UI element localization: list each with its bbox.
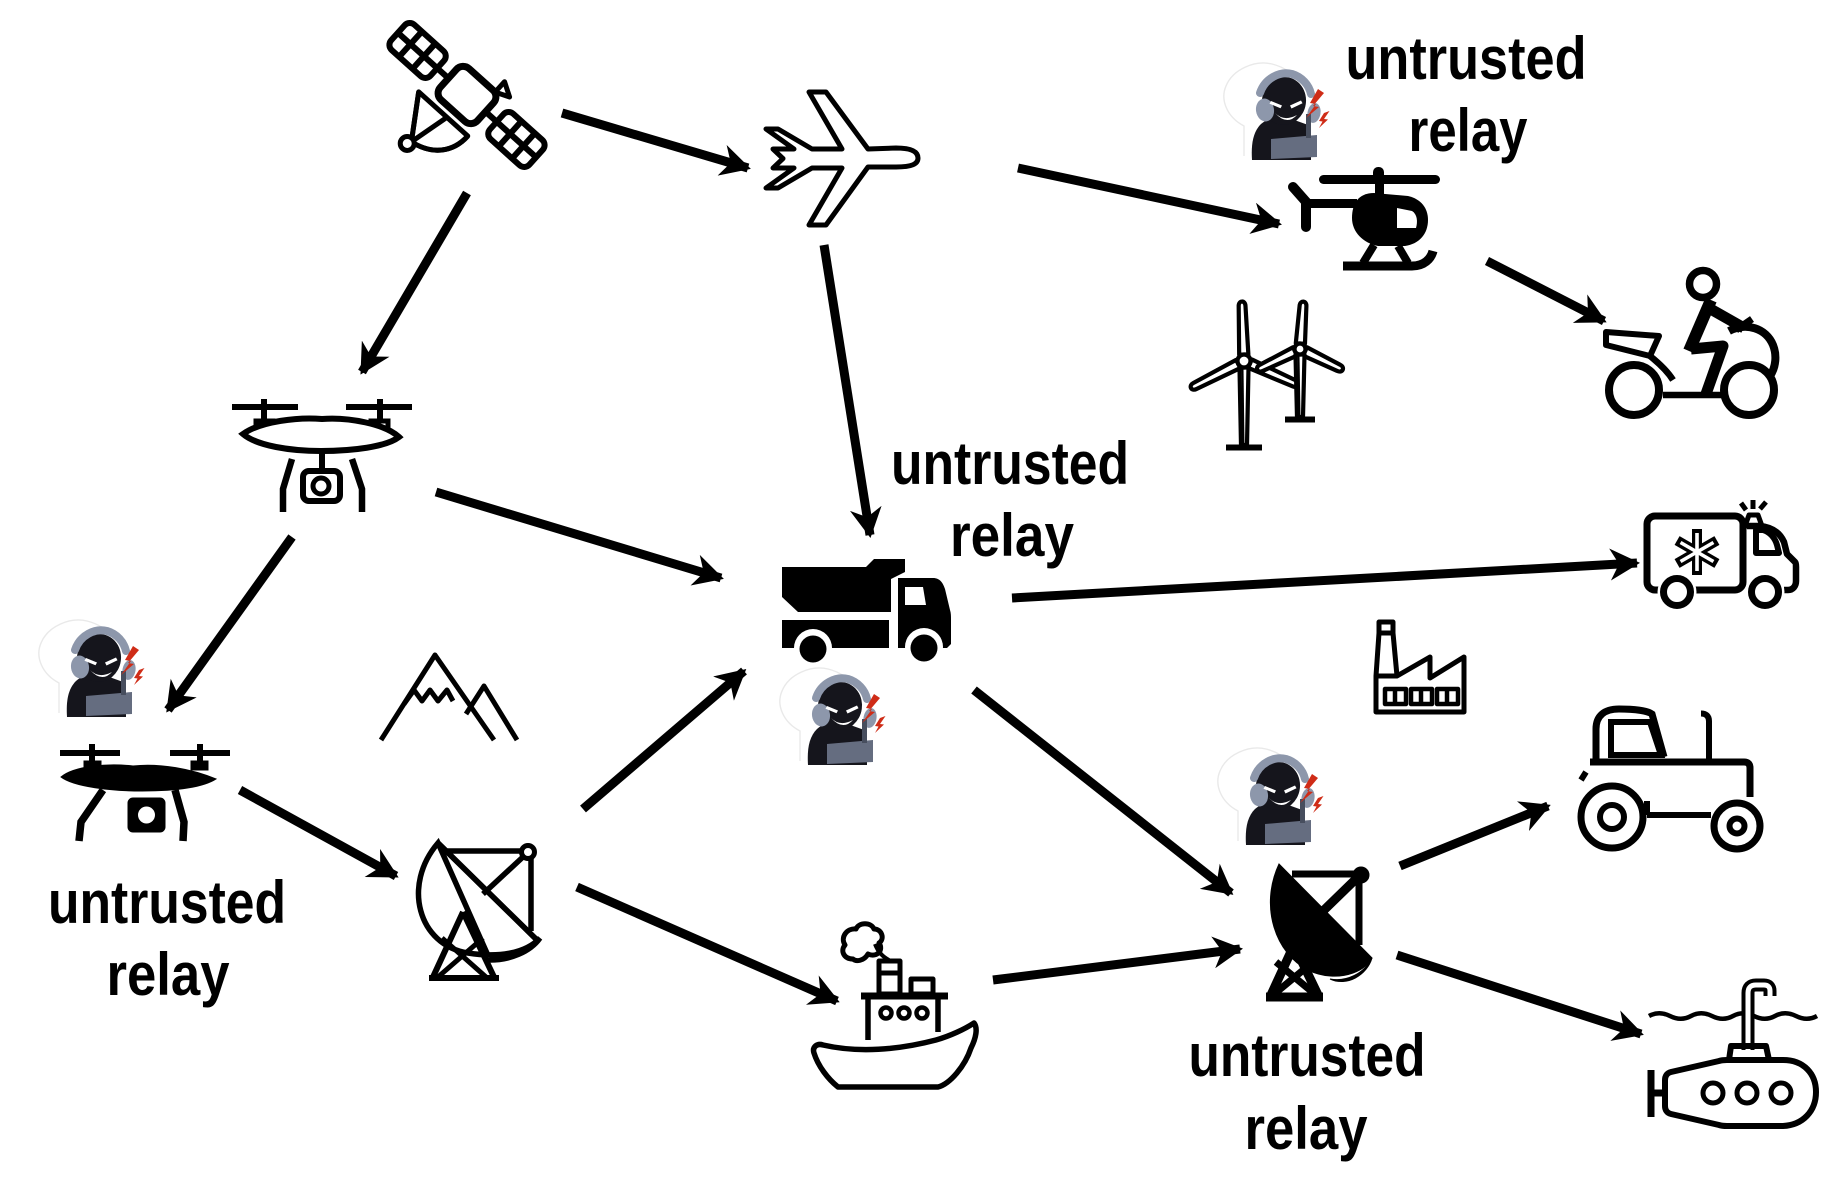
svg-text:untrusted: untrusted	[48, 869, 286, 936]
svg-text:relay: relay	[1245, 1095, 1369, 1162]
svg-text:untrusted: untrusted	[1189, 1022, 1426, 1089]
svg-text:relay: relay	[107, 941, 231, 1008]
svg-text:relay: relay	[950, 502, 1075, 569]
svg-text:untrusted: untrusted	[1346, 25, 1587, 92]
svg-text:untrusted: untrusted	[891, 430, 1129, 497]
svg-text:relay: relay	[1409, 97, 1529, 164]
